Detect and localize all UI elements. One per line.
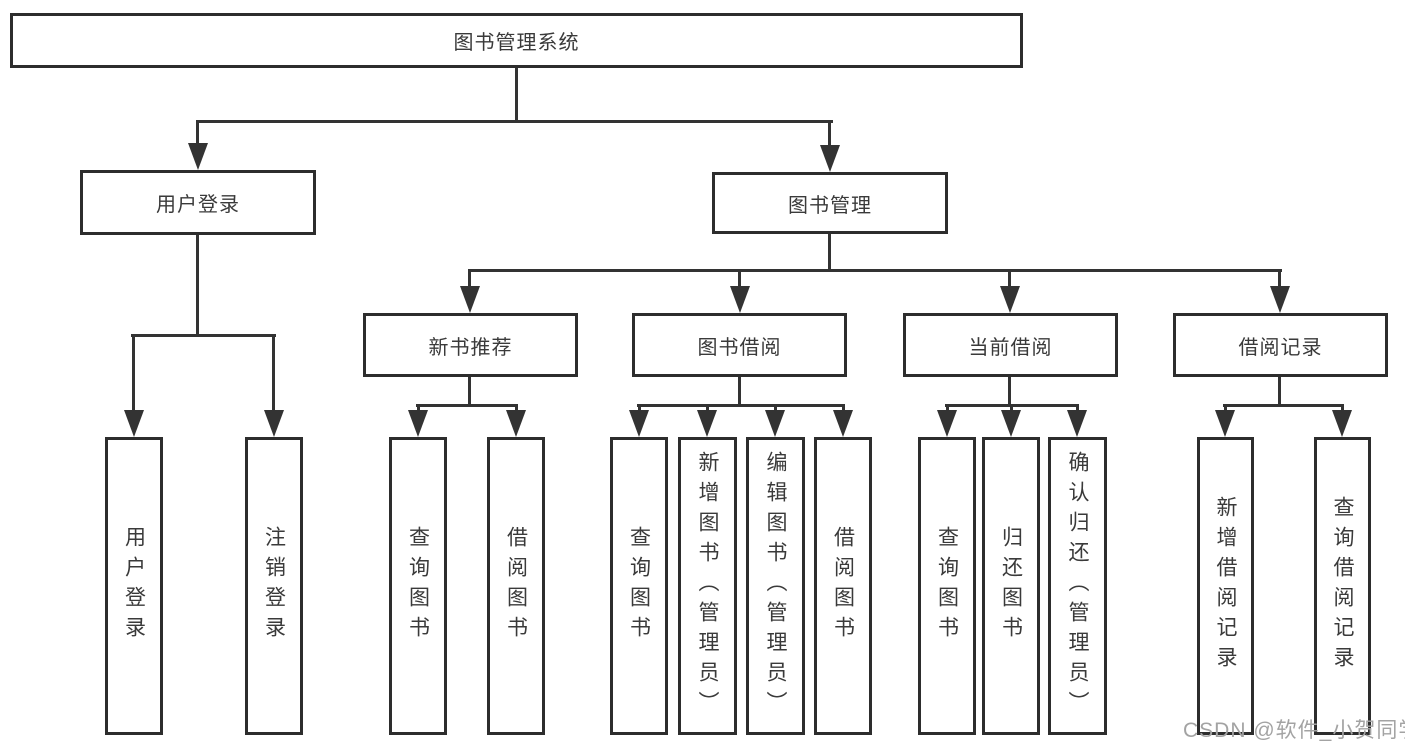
arrow-down-icon <box>629 410 649 437</box>
arrow-down-icon <box>697 410 717 437</box>
connector-line <box>515 66 518 122</box>
connector-line <box>828 232 831 272</box>
connector-line <box>637 404 845 407</box>
leaf-add-borrow-record: 新增借阅记录 <box>1197 437 1254 735</box>
node-book-management: 图书管理 <box>712 172 948 234</box>
arrow-down-icon <box>937 410 957 437</box>
leaf-add-books-admin: 新增图书（管理员） <box>678 437 737 735</box>
arrow-down-icon <box>506 410 526 437</box>
leaf-query-books-borrowing: 查询图书 <box>610 437 668 735</box>
connector-line <box>1008 269 1011 288</box>
arrow-down-icon <box>124 410 144 437</box>
arrow-down-icon <box>765 410 785 437</box>
arrow-down-icon <box>833 410 853 437</box>
arrow-down-icon <box>1067 410 1087 437</box>
connector-line <box>738 375 741 407</box>
connector-line <box>1341 404 1344 413</box>
connector-line <box>774 404 777 413</box>
connector-line <box>1010 404 1013 413</box>
arrow-down-icon <box>730 286 750 313</box>
node-user-login: 用户登录 <box>80 170 316 235</box>
node-new-book-recommendation: 新书推荐 <box>363 313 578 377</box>
connector-line <box>738 269 741 288</box>
leaf-borrow-books-recommendation: 借阅图书 <box>487 437 545 735</box>
connector-line <box>706 404 709 413</box>
connector-line <box>1008 375 1011 407</box>
connector-line <box>638 404 641 413</box>
arrow-down-icon <box>264 410 284 437</box>
leaf-user-login: 用户登录 <box>105 437 163 735</box>
connector-line <box>1278 375 1281 407</box>
connector-line <box>196 120 833 123</box>
leaf-logout: 注销登录 <box>245 437 303 735</box>
connector-line <box>828 120 831 147</box>
node-book-borrowing: 图书借阅 <box>632 313 847 377</box>
connector-line <box>842 404 845 413</box>
node-current-borrowing: 当前借阅 <box>903 313 1118 377</box>
leaf-return-books: 归还图书 <box>982 437 1040 735</box>
arrow-down-icon <box>1215 410 1235 437</box>
connector-line <box>131 334 276 337</box>
connector-line <box>946 404 949 413</box>
connector-line <box>272 334 275 412</box>
connector-line <box>515 404 518 413</box>
connector-line <box>1223 404 1344 407</box>
arrow-down-icon <box>408 410 428 437</box>
node-borrowing-records: 借阅记录 <box>1173 313 1388 377</box>
arrow-down-icon <box>1332 410 1352 437</box>
connector-line <box>417 404 420 413</box>
connector-line <box>1224 404 1227 413</box>
connector-line <box>1076 404 1079 413</box>
csdn-watermark: CSDN @软件_小贺同学 <box>1183 719 1405 742</box>
connector-line <box>132 334 135 412</box>
leaf-edit-books-admin: 编辑图书（管理员） <box>746 437 805 735</box>
leaf-query-books-recommendation: 查询图书 <box>389 437 447 735</box>
leaf-confirm-return-admin: 确认归还（管理员） <box>1048 437 1107 735</box>
connector-line <box>196 233 199 337</box>
node-library-management-system: 图书管理系统 <box>10 13 1023 68</box>
connector-line <box>468 269 1282 272</box>
arrow-down-icon <box>1000 286 1020 313</box>
leaf-borrow-books-borrowing: 借阅图书 <box>814 437 872 735</box>
connector-line <box>196 120 199 145</box>
arrow-down-icon <box>1001 410 1021 437</box>
leaf-query-borrow-record: 查询借阅记录 <box>1314 437 1371 735</box>
arrow-down-icon <box>820 145 840 172</box>
arrow-down-icon <box>188 143 208 170</box>
arrow-down-icon <box>1270 286 1290 313</box>
connector-line <box>416 404 518 407</box>
arrow-down-icon <box>460 286 480 313</box>
leaf-query-books-current: 查询图书 <box>918 437 976 735</box>
connector-line <box>1278 269 1281 288</box>
connector-line <box>468 375 471 407</box>
connector-line <box>468 269 471 288</box>
